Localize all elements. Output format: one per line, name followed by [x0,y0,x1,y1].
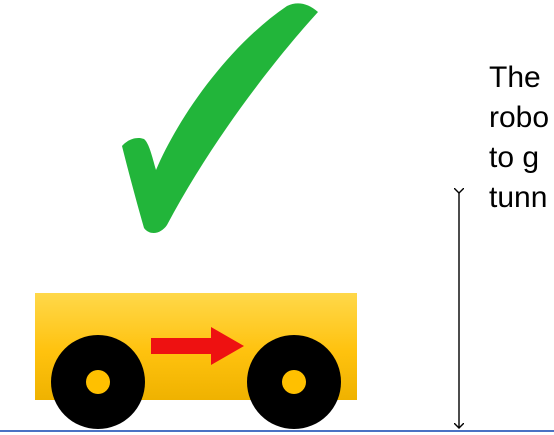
caption-line-3: to g [489,138,554,178]
right-wheel [247,335,341,429]
caption-line-2: robo [489,98,554,138]
caption-text: The robo to g tunn [489,58,554,218]
caption-line-4: tunn [489,178,554,218]
caption-line-1: The [489,58,554,98]
checkmark-icon [122,3,318,233]
left-wheel [51,335,145,429]
